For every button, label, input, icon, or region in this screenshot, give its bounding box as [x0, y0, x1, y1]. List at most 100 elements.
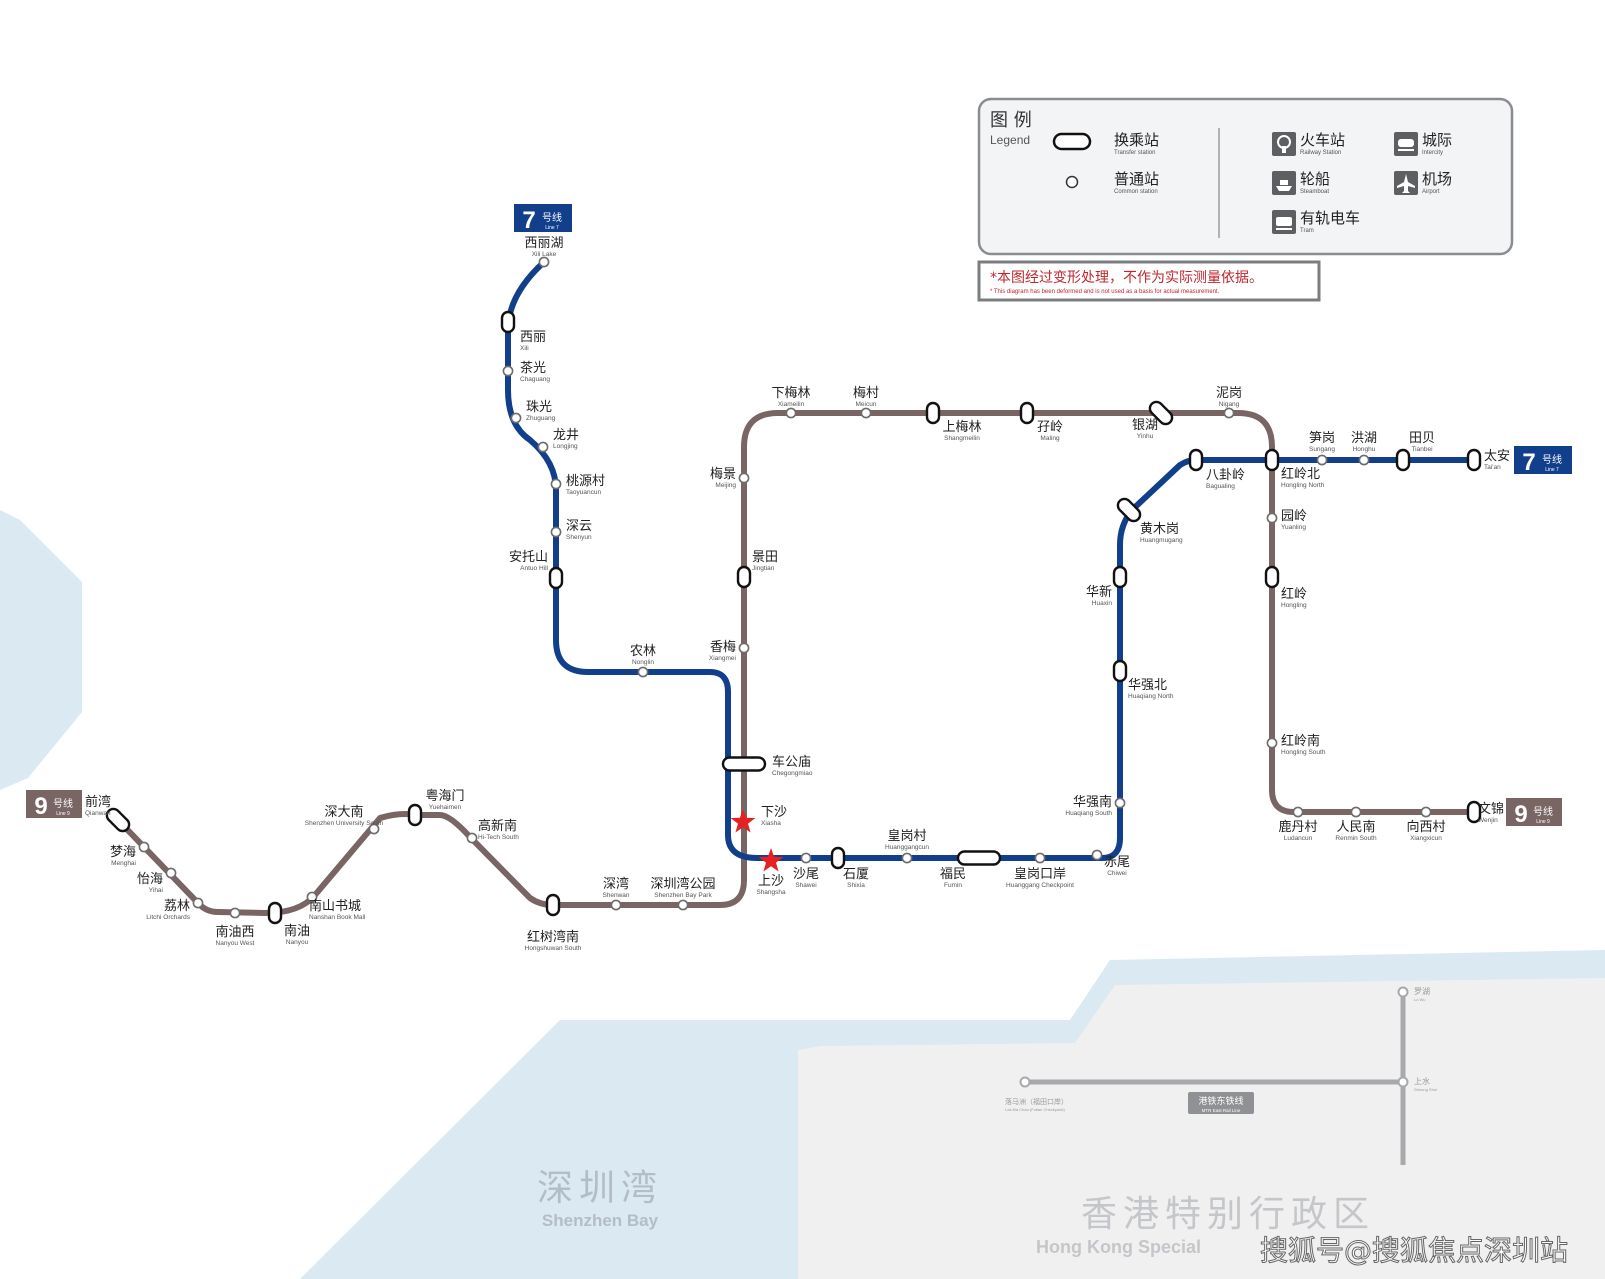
shenzhen-bay-label-en: Shenzhen Bay — [542, 1211, 659, 1230]
station-name: 深湾 — [603, 876, 629, 892]
station-marker-shenyun — [550, 526, 562, 538]
station-marker-tianbei — [1395, 448, 1411, 472]
station-name-en: Huangmugang — [1140, 537, 1183, 544]
station-marker-xilihu — [538, 256, 550, 268]
station-name-en: Xiangmei — [709, 655, 736, 662]
station-name-en: Xiangxicun — [1410, 835, 1442, 842]
geography — [0, 510, 1605, 1279]
station-name: 粤海门 — [425, 788, 464, 804]
station-name: 茶光 — [520, 360, 546, 376]
station-name: 华强北 — [1128, 678, 1167, 693]
station-name-en: Xili — [520, 345, 529, 352]
station-name-en: Xiasha — [761, 820, 781, 827]
disclaimer-en: * This diagram has been deformed and is … — [990, 289, 1220, 295]
transfer-station-symbol — [1052, 132, 1092, 151]
station-marker — [1397, 1076, 1409, 1088]
station-marker-xiameilin — [785, 407, 797, 419]
line-9-badge-right: 9 号线 Line 9 — [1506, 798, 1562, 828]
station-name: 赤尾 — [1104, 855, 1130, 870]
shangshui-label-en: Sheung Shui — [1414, 1087, 1437, 1092]
station-markers — [105, 256, 1482, 925]
station-marker-taoyuancun — [550, 478, 562, 490]
star-icon — [730, 809, 756, 833]
station-name-en: Hi-Tech South — [478, 834, 519, 841]
east-rail-label-box — [1188, 1092, 1254, 1114]
badge-zh: 号线 — [1533, 805, 1553, 818]
station-marker — [1397, 986, 1409, 998]
station-name-en: Yihai — [149, 887, 163, 894]
station-marker-taian — [1466, 448, 1482, 472]
station-marker-hongshuwannan — [545, 893, 561, 917]
badge-zh: 号线 — [53, 797, 73, 810]
station-name: 香梅 — [710, 640, 736, 655]
legend-title-en: Legend — [990, 133, 1030, 147]
legend-intercity: 城际 — [1422, 131, 1452, 149]
station-name: 深大南 — [324, 804, 363, 820]
badge-en: Line 9 — [1536, 819, 1550, 825]
station-name: 上沙 — [758, 874, 784, 889]
station-marker-gaoxinnan — [466, 832, 478, 844]
station-marker-shangmeilin — [925, 401, 941, 425]
station-name-en: Longjing — [553, 443, 578, 450]
legend-tram-en: Tram — [1300, 228, 1314, 234]
station-name-en: Renmin South — [1335, 835, 1377, 842]
hk-label-en: Hong Kong Special — [1036, 1237, 1201, 1257]
station-name: 深圳湾公园 — [650, 876, 715, 892]
station-marker-nonglin — [637, 666, 649, 678]
station-marker-nanyouxi — [229, 907, 241, 919]
station-name: 南油 — [284, 923, 310, 939]
station-name: 石厦 — [843, 867, 869, 882]
station-name-en: Shixia — [847, 882, 865, 889]
station-marker-fumin — [956, 850, 1002, 866]
station-name-en: Nigang — [1219, 401, 1240, 408]
station-marker-huanggangkouan — [1034, 852, 1046, 864]
station-name-en: Hongling — [1281, 602, 1307, 609]
station-marker-meijing — [738, 472, 750, 484]
legend-steamboat: 轮船 — [1300, 170, 1330, 188]
station-name: 深云 — [566, 519, 592, 534]
station-marker-xiangxicun — [1420, 806, 1432, 818]
station-marker-hongling — [1264, 565, 1280, 589]
station-marker-nanshanshucheng — [306, 891, 318, 903]
luohu-label: 罗湖 — [1414, 987, 1430, 996]
station-marker-huanggangcun — [901, 852, 913, 864]
station-name-en: Xili Lake — [532, 251, 557, 258]
station-marker-wenjin — [1466, 800, 1482, 824]
station-name: 红岭 — [1281, 586, 1307, 602]
badge-zh: 号线 — [1542, 453, 1562, 466]
station-name-en: Huanggang Checkpoint — [1006, 882, 1074, 889]
station-name: 华强南 — [1073, 794, 1112, 810]
station-name: 泥岗 — [1216, 386, 1242, 401]
station-name-en: Fumin — [944, 882, 962, 889]
station-name: 太安 — [1484, 449, 1510, 464]
station-marker-qianwan — [105, 807, 131, 833]
badge-zh: 号线 — [542, 211, 562, 224]
station-name-en: Bagualing — [1206, 483, 1235, 490]
luohu-label-en: Lo Wu — [1414, 997, 1426, 1002]
station-name: 车公庙 — [772, 754, 811, 770]
station-name-en: Hongshuwan South — [525, 945, 582, 952]
railway-station-icon — [1272, 132, 1296, 156]
station-marker-shawei — [800, 852, 812, 864]
